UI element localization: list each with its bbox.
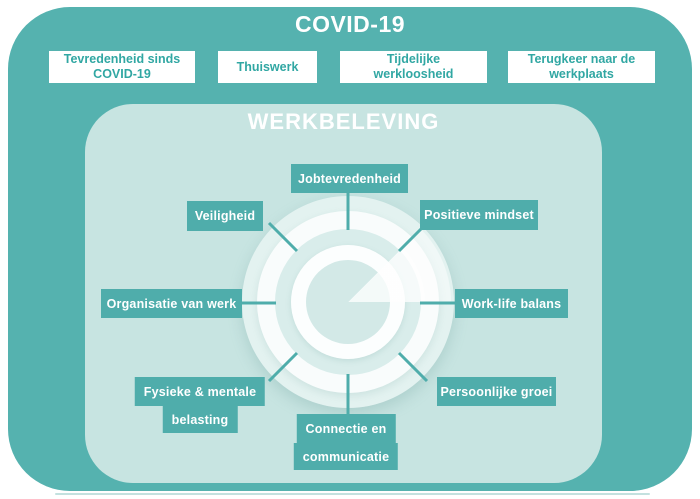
covid-topic-line: Thuiswerk: [236, 59, 299, 74]
spoke-label-jobtevredenheid: Jobtevredenheid: [291, 164, 408, 193]
covid-topic-line: Tijdelijke: [386, 52, 441, 66]
spoke-label-line: communicatie: [293, 443, 399, 470]
spoke-label-organisatie-van-werk: Organisatie van werk: [101, 289, 242, 318]
covid-topic-box-werkloosheid: Tijdelijke werkloosheid: [340, 51, 487, 83]
spoke-label-connectie-communicatie: Connectie en communicatie: [293, 414, 399, 470]
connector-line-southeast: [397, 351, 429, 383]
covid-topic-line: werkplaats: [549, 67, 614, 81]
spoke-label-persoonlijke-groei: Persoonlijke groei: [437, 377, 556, 406]
spoke-label-line: Fysieke & mentale: [134, 377, 266, 406]
page-title: COVID-19: [294, 11, 406, 37]
spoke-label-work-life-balans: Work-life balans: [455, 289, 568, 318]
covid-topic-line: Tevredenheid sinds: [63, 52, 181, 66]
covid-topic-line: werkloosheid: [373, 67, 454, 81]
covid-topic-line: Terugkeer naar de: [527, 52, 636, 66]
connector-line-northwest: [267, 221, 299, 253]
connector-line-southwest: [267, 351, 299, 383]
spoke-label-positieve-mindset: Positieve mindset: [420, 200, 538, 230]
covid-topic-box-thuiswerk: Thuiswerk: [218, 51, 317, 83]
slide-bottom-edge: [55, 493, 650, 495]
spoke-label-line: Connectie en: [296, 414, 396, 443]
panel-title: WERKBELEVING: [247, 109, 440, 134]
spoke-label-fysieke-mentale-belasting: Fysieke & mentale belasting: [134, 377, 266, 433]
covid-topic-line: COVID-19: [93, 67, 151, 81]
covid-topic-box-terugkeer: Terugkeer naar de werkplaats: [508, 51, 655, 83]
spoke-label-line: belasting: [162, 406, 238, 433]
covid-topic-box-tevredenheid: Tevredenheid sinds COVID-19: [49, 51, 195, 83]
spoke-label-veiligheid: Veiligheid: [187, 201, 263, 231]
